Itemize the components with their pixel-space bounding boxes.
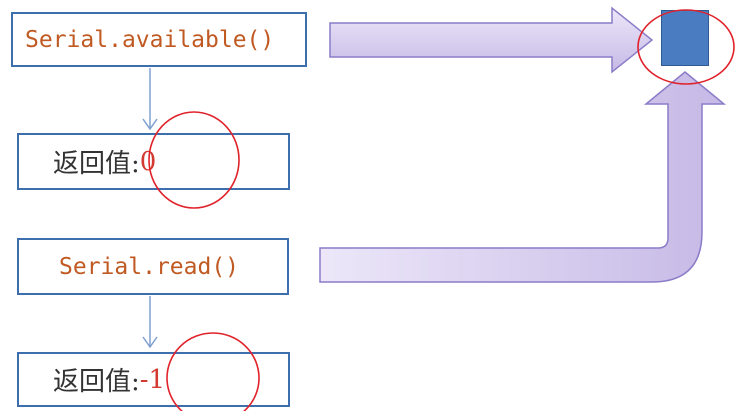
highlight-circle-return-1 <box>148 111 240 209</box>
serial-read-method: read() <box>155 253 240 280</box>
read-query-arrow <box>319 71 727 283</box>
return-value-1: 0 <box>139 146 157 177</box>
highlight-circle-return-2 <box>166 332 260 411</box>
down-arrow-1 <box>142 68 158 131</box>
return-value-2: -1 <box>139 364 166 395</box>
down-arrow-2 <box>142 296 158 349</box>
available-query-arrow <box>329 6 654 74</box>
serial-available-method: available() <box>121 26 275 53</box>
serial-available-box: Serial.available() <box>11 12 307 67</box>
serial-read-box: Serial.read() <box>17 238 289 295</box>
return-value-label-2: 返回值: <box>53 367 140 397</box>
return-value-label-1: 返回值: <box>53 149 140 179</box>
serial-buffer-block <box>661 10 709 66</box>
serial-available-object: Serial. <box>25 26 122 53</box>
highlight-circle-buffer <box>637 9 735 85</box>
return-value-box-2: 返回值: -1 <box>17 352 290 407</box>
serial-read-object: Serial. <box>59 253 156 280</box>
